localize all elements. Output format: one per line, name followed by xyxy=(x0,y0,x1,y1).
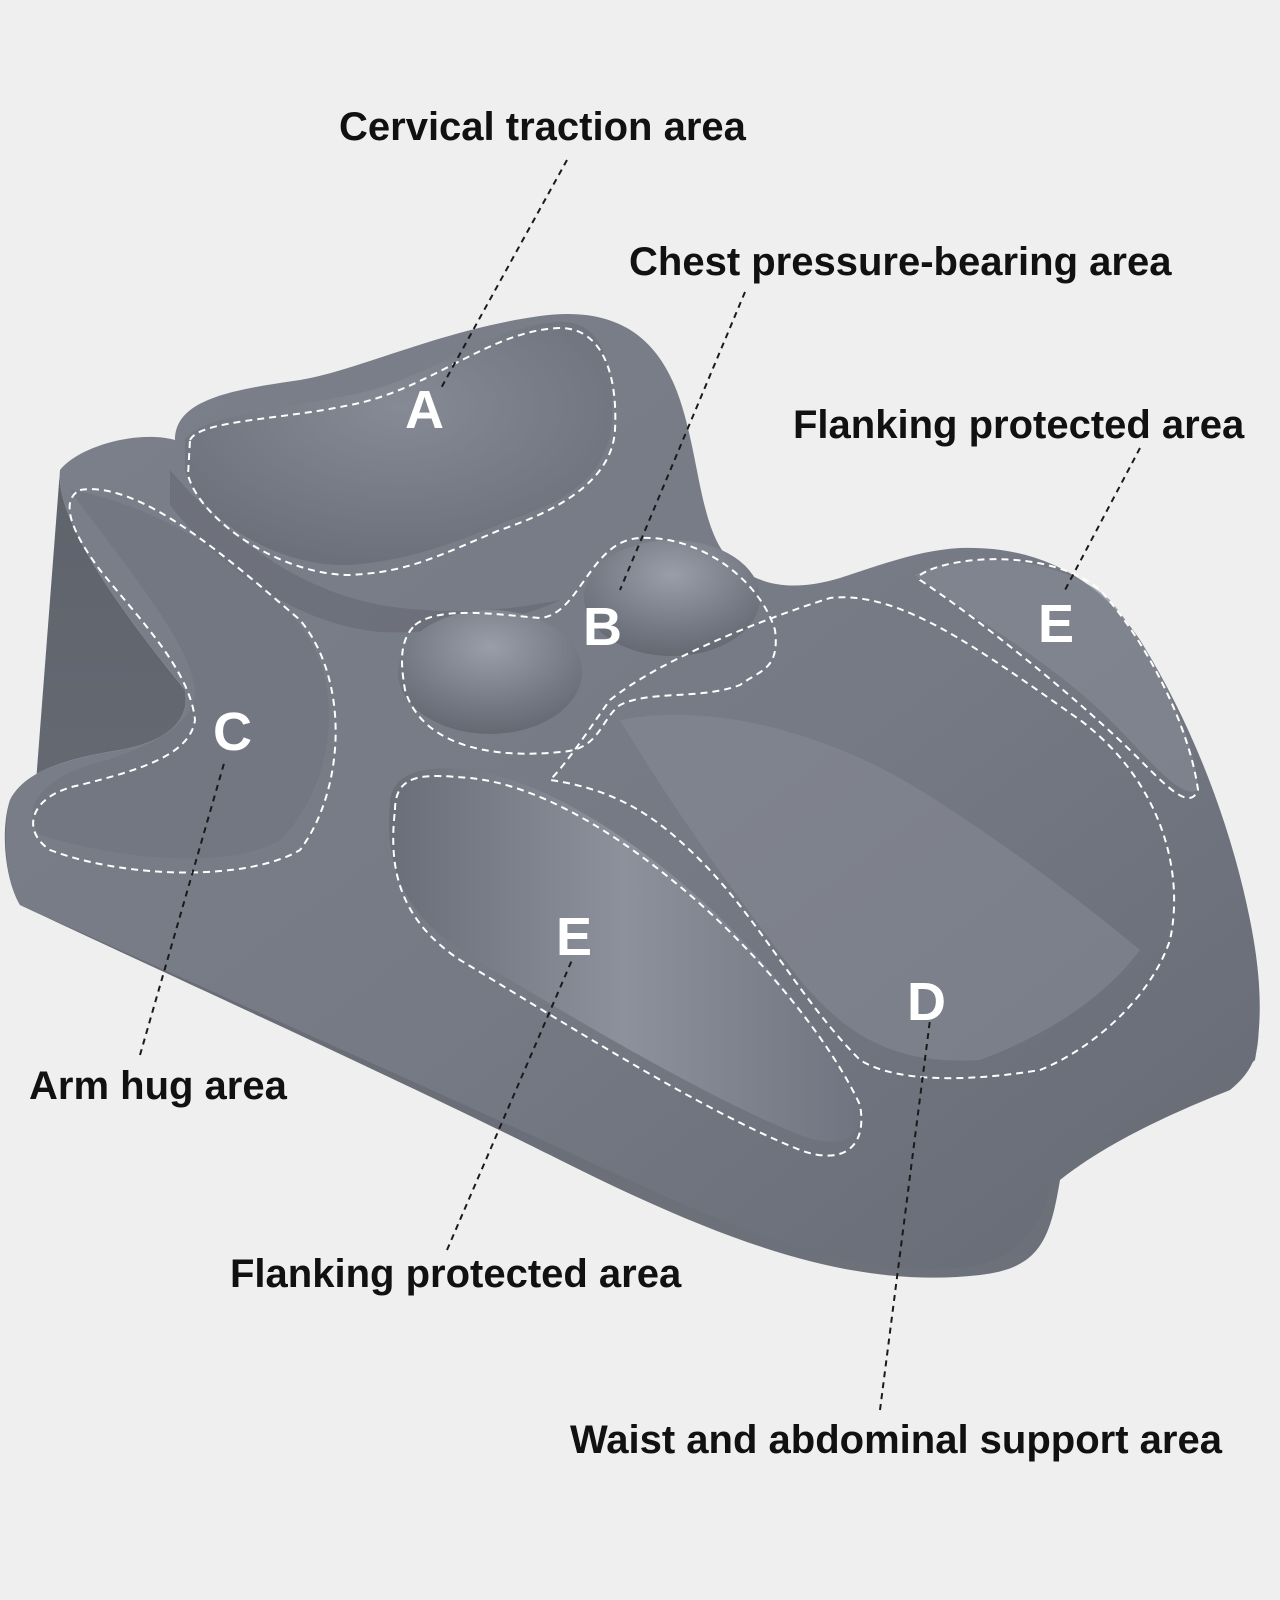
zone-b-letter: B xyxy=(583,597,622,657)
waist-groove xyxy=(620,714,1140,1061)
zone-outlines xyxy=(32,326,1200,1157)
zone-a-outline xyxy=(186,326,617,577)
label-flanking-left: Flanking protected area xyxy=(230,1252,682,1296)
zone-e-right-letter: E xyxy=(1038,594,1074,654)
zone-e-left-letter: E xyxy=(556,907,592,967)
zone-d-outline xyxy=(547,596,1176,1080)
zone-b-outline xyxy=(401,536,777,755)
label-chest-pressure: Chest pressure-bearing area xyxy=(629,240,1172,284)
leader-arm xyxy=(139,759,226,1056)
zone-e-right-outline xyxy=(919,558,1200,800)
chest-cup-left xyxy=(398,610,582,734)
side-ridge-right xyxy=(915,560,1198,792)
leader-lines xyxy=(139,159,1141,1411)
zone-c-letter: C xyxy=(213,702,252,762)
leader-flank-left xyxy=(446,959,573,1251)
label-arm-hug: Arm hug area xyxy=(29,1064,287,1108)
leader-flank-right xyxy=(1064,447,1141,591)
label-cervical-traction: Cervical traction area xyxy=(339,105,746,149)
zone-e-left-outline xyxy=(392,775,863,1157)
label-waist-abdominal: Waist and abdominal support area xyxy=(570,1418,1222,1462)
leader-chest xyxy=(619,291,746,591)
zone-d-letter: D xyxy=(907,972,946,1032)
zone-c-outline xyxy=(32,488,337,874)
zone-a-letter: A xyxy=(405,380,444,440)
arm-groove xyxy=(32,490,330,859)
headrest-pad xyxy=(185,321,613,566)
side-ridge-left xyxy=(389,768,861,1142)
label-flanking-right: Flanking protected area xyxy=(793,403,1245,447)
